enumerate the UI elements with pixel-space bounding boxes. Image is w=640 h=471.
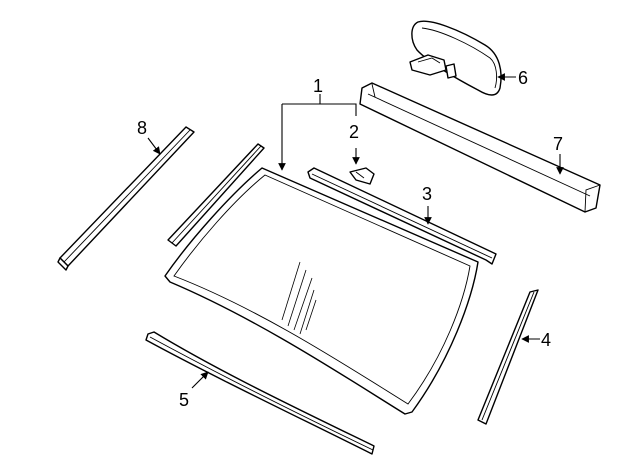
right-pillar-molding-part bbox=[477, 289, 539, 425]
callout-8: 8 bbox=[137, 118, 147, 138]
callout-5: 5 bbox=[179, 390, 189, 410]
callout-4: 4 bbox=[541, 330, 551, 350]
windshield-glass-part bbox=[164, 167, 479, 415]
callout-3: 3 bbox=[422, 184, 432, 204]
callout-1: 1 bbox=[313, 76, 323, 96]
rear-view-mirror-part bbox=[409, 20, 502, 96]
callout-2: 2 bbox=[349, 122, 359, 142]
roof-header-molding-part bbox=[359, 82, 601, 213]
glass-reflection-lines bbox=[281, 261, 317, 335]
left-side-molding-part bbox=[167, 143, 265, 247]
left-pillar-molding-part bbox=[57, 126, 195, 271]
callout-6: 6 bbox=[518, 68, 528, 88]
clip-part bbox=[349, 167, 375, 185]
callout-7: 7 bbox=[553, 134, 563, 154]
leader-lines bbox=[147, 73, 564, 389]
upper-windshield-molding-part bbox=[307, 167, 497, 265]
